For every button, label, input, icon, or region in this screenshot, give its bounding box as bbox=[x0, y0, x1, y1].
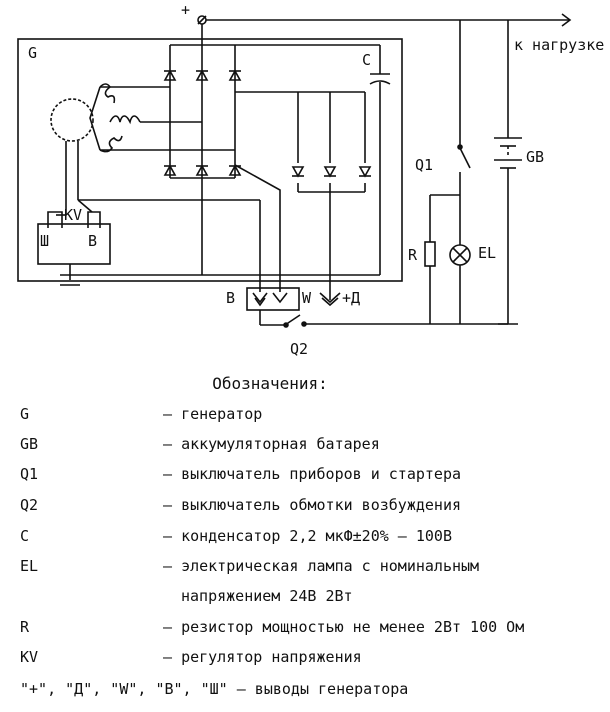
legend-row-resistor: R – резистор мощностью не менее 2Вт 100 … bbox=[20, 618, 605, 642]
legend-title: Обозначения: bbox=[212, 374, 328, 393]
label-el: EL bbox=[478, 244, 496, 262]
legend-lamp-continuation: напряжением 24В 2Вт bbox=[181, 587, 353, 605]
legend-row-battery: GB – аккумуляторная батарея bbox=[20, 435, 605, 459]
label-q2: Q2 bbox=[290, 340, 308, 358]
legend-desc: – конденсатор 2,2 мкФ±20% – 100В bbox=[163, 527, 452, 545]
legend-desc: – выключатель приборов и стартера bbox=[163, 465, 462, 483]
label-b-regulator: В bbox=[88, 232, 97, 250]
legend-row-regulator: KV – регулятор напряжения bbox=[20, 648, 605, 672]
legend-desc: – регулятор напряжения bbox=[163, 648, 362, 666]
legend-terminals: "+", "Д", "W", "В", "Ш" – выводы генерат… bbox=[20, 680, 409, 698]
label-load: к нагрузке bbox=[514, 36, 604, 54]
legend-desc: – электрическая лампа с номинальным bbox=[163, 557, 480, 575]
legend-row-generator: G – генератор bbox=[20, 405, 605, 429]
wiring-diagram: + G C к нагрузке Q1 GB R EL KV Ш В В W +… bbox=[17, 1, 604, 358]
legend-code: Q1 bbox=[20, 465, 39, 483]
label-plus: + bbox=[181, 1, 190, 19]
label-w-terminal: W bbox=[302, 289, 312, 307]
label-kv: KV bbox=[64, 206, 82, 224]
label-plus-d: +Д bbox=[342, 289, 360, 307]
label-capacitor: C bbox=[362, 51, 371, 69]
legend-code: EL bbox=[20, 557, 39, 575]
regulator-box bbox=[37, 223, 111, 265]
legend-desc: – аккумуляторная батарея bbox=[163, 435, 380, 453]
label-b-terminal: В bbox=[226, 289, 235, 307]
legend-row-capacitor: C – конденсатор 2,2 мкФ±20% – 100В bbox=[20, 527, 605, 551]
legend-code: G bbox=[20, 405, 30, 423]
legend-desc: – выключатель обмотки возбуждения bbox=[163, 496, 462, 514]
label-generator: G bbox=[28, 44, 37, 62]
legend-code: C bbox=[20, 527, 30, 545]
legend-code: Q2 bbox=[20, 496, 39, 514]
legend-code: KV bbox=[20, 648, 39, 666]
label-r: R bbox=[408, 246, 418, 264]
label-gb: GB bbox=[526, 148, 544, 166]
legend-row-q2: Q2 – выключатель обмотки возбуждения bbox=[20, 496, 605, 520]
rotor bbox=[50, 98, 94, 142]
rectifier-diodes bbox=[163, 70, 372, 177]
label-sh: Ш bbox=[40, 232, 49, 250]
label-q1: Q1 bbox=[415, 156, 433, 174]
resistor bbox=[424, 241, 436, 267]
legend-code: GB bbox=[20, 435, 39, 453]
legend-desc: – генератор bbox=[163, 405, 263, 423]
legend-row-lamp: EL – электрическая лампа с номинальным bbox=[20, 557, 605, 581]
legend-code: R bbox=[20, 618, 30, 636]
generator-frame bbox=[17, 38, 403, 282]
legend-desc: – резистор мощностью не менее 2Вт 100 Ом bbox=[163, 618, 525, 636]
legend-row-q1: Q1 – выключатель приборов и стартера bbox=[20, 465, 605, 489]
terminal-block bbox=[246, 287, 300, 311]
